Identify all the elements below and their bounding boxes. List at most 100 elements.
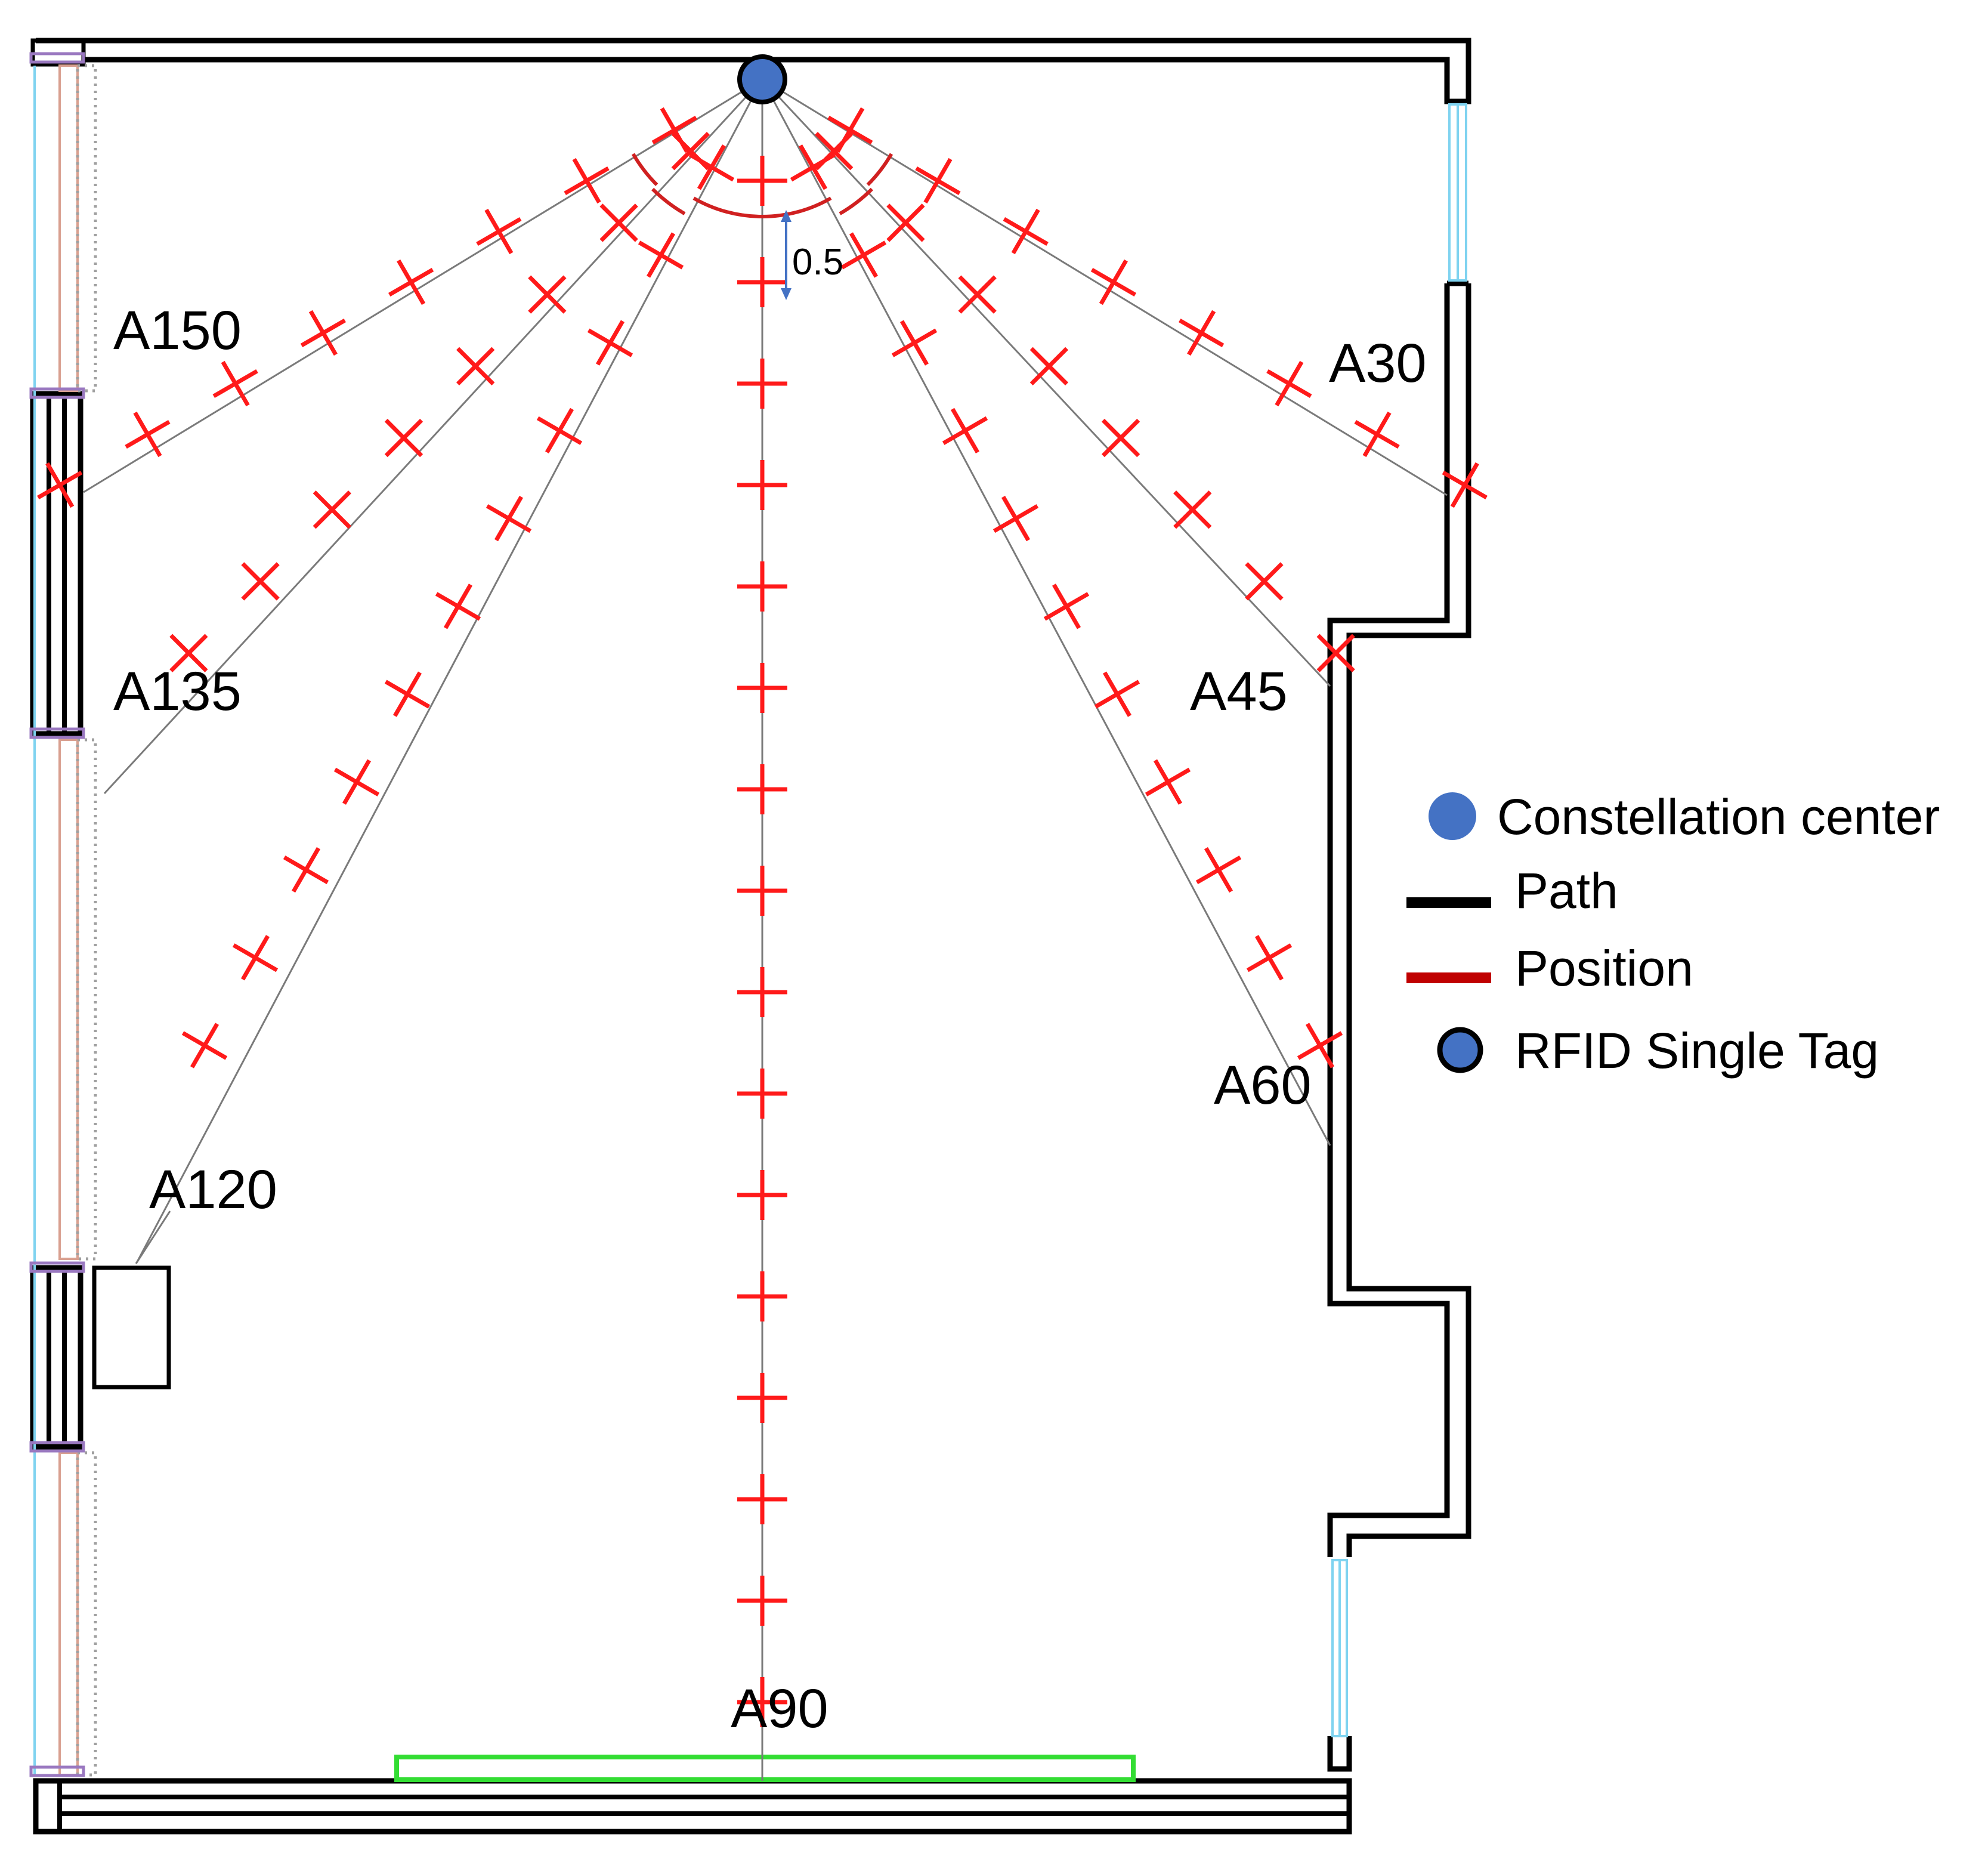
angle-label-a90: A90 xyxy=(731,1678,828,1739)
angle-arc-90-120 xyxy=(692,196,763,218)
position-marker-a60-5 xyxy=(993,495,1039,542)
position-marker-a60-10 xyxy=(1246,935,1293,981)
position-marker-a45-2 xyxy=(886,203,925,242)
position-marker-a30-3 xyxy=(1003,208,1049,255)
spacing-label: 0.5 xyxy=(792,242,843,283)
angle-label-a60: A60 xyxy=(1214,1055,1312,1116)
position-marker-a135-5 xyxy=(384,418,423,458)
radiator xyxy=(58,739,79,1260)
position-marker-a45-3 xyxy=(958,275,997,314)
position-marker-a45-4 xyxy=(1029,347,1069,386)
position-marker-a135-2 xyxy=(599,203,638,242)
position-marker-a30-8 xyxy=(1442,462,1488,508)
angle-arc-30-45 xyxy=(866,153,893,186)
position-markers xyxy=(37,107,1488,1727)
position-marker-a45-8 xyxy=(1316,634,1355,672)
angle-rays xyxy=(83,78,1448,1781)
position-marker-a120-2 xyxy=(638,232,684,278)
angle-label-a135: A135 xyxy=(113,661,242,722)
left-wall-segment xyxy=(30,1265,84,1450)
position-marker-a150-6 xyxy=(212,360,258,407)
position-marker-a90-1 xyxy=(737,156,787,206)
position-marker-a150-1 xyxy=(651,107,697,153)
position-marker-a120-9 xyxy=(283,847,329,893)
position-marker-a150-5 xyxy=(300,310,347,356)
position-marker-a90-16 xyxy=(737,1677,787,1727)
position-marker-a120-10 xyxy=(232,935,279,981)
ray-a150 xyxy=(83,78,763,493)
cabinet xyxy=(92,1265,171,1390)
position-marker-a60-1 xyxy=(790,144,836,190)
position-marker-a60-8 xyxy=(1145,759,1191,805)
position-marker-a135-6 xyxy=(313,490,351,529)
position-marker-a60-4 xyxy=(942,407,988,454)
position-marker-a90-4 xyxy=(737,460,787,510)
angle-arc-45-60 xyxy=(839,187,873,215)
position-marker-a150-7 xyxy=(125,411,171,458)
ray-a60 xyxy=(761,79,1331,1146)
position-marker-a90-3 xyxy=(737,359,787,409)
angle-arc-120-135 xyxy=(651,187,686,215)
left-wall-segment xyxy=(30,391,84,737)
angle-label-a45: A45 xyxy=(1190,661,1288,722)
legend: Constellation center Path Position RFID … xyxy=(1406,789,1940,1079)
position-marker-a60-2 xyxy=(840,232,887,278)
radiator xyxy=(58,1452,79,1776)
angle-arc-60-90 xyxy=(762,196,832,218)
position-marker-a135-8 xyxy=(169,634,208,672)
ray-a45 xyxy=(761,78,1331,687)
mullion-caps xyxy=(29,52,85,1777)
walls xyxy=(30,38,1471,1835)
position-marker-a90-6 xyxy=(737,663,787,713)
position-marker-a90-5 xyxy=(737,561,787,612)
position-marker-a135-7 xyxy=(241,562,280,601)
position-marker-a45-6 xyxy=(1173,490,1212,529)
position-marker-a90-14 xyxy=(737,1474,787,1524)
position-marker-a30-2 xyxy=(915,158,961,204)
position-marker-a90-13 xyxy=(737,1373,787,1423)
position-marker-a150-3 xyxy=(476,208,522,255)
angle-arcs xyxy=(631,153,893,218)
position-marker-a90-2 xyxy=(737,257,787,307)
door xyxy=(394,1755,1136,1782)
position-marker-a150-4 xyxy=(388,259,434,305)
position-marker-a120-11 xyxy=(181,1023,228,1069)
position-marker-a90-8 xyxy=(737,866,787,916)
position-marker-a30-6 xyxy=(1266,360,1312,407)
ray-a30 xyxy=(762,78,1448,496)
radiator xyxy=(58,64,79,392)
position-marker-a60-3 xyxy=(891,320,938,366)
position-marker-a120-5 xyxy=(486,495,532,542)
angle-labels: A150 A135 A120 A90 A60 A45 A30 xyxy=(113,300,1427,1739)
legend-position-label: Position xyxy=(1515,940,1693,996)
position-marker-a45-7 xyxy=(1245,562,1284,601)
position-marker-a60-9 xyxy=(1195,847,1242,893)
legend-constellation-label: Constellation center xyxy=(1497,789,1940,845)
position-marker-a120-4 xyxy=(536,407,583,454)
legend-constellation-icon xyxy=(1429,792,1476,840)
position-marker-a90-9 xyxy=(737,967,787,1017)
position-marker-a135-4 xyxy=(456,347,495,386)
position-marker-a60-6 xyxy=(1043,583,1090,629)
angle-label-a150: A150 xyxy=(113,300,242,361)
position-marker-a90-11 xyxy=(737,1170,787,1220)
position-marker-a120-6 xyxy=(435,583,481,629)
position-marker-a90-12 xyxy=(737,1271,787,1321)
position-marker-a30-1 xyxy=(827,107,873,153)
position-marker-a30-5 xyxy=(1178,310,1225,356)
legend-path-icon xyxy=(1406,897,1491,908)
position-marker-a120-3 xyxy=(587,320,633,366)
rfid-tag xyxy=(737,54,787,104)
position-marker-a120-7 xyxy=(384,671,431,717)
ray-a120 xyxy=(136,79,763,1262)
ray-a135 xyxy=(103,78,763,795)
position-marker-a30-4 xyxy=(1090,259,1137,305)
legend-tag-icon xyxy=(1437,1027,1483,1073)
position-marker-a30-7 xyxy=(1354,411,1400,458)
legend-position-icon xyxy=(1406,972,1491,983)
angle-label-a120: A120 xyxy=(149,1159,277,1220)
spacing-dimension: 0.5 xyxy=(781,210,843,300)
radiators xyxy=(58,64,97,1777)
legend-path-label: Path xyxy=(1515,863,1618,919)
